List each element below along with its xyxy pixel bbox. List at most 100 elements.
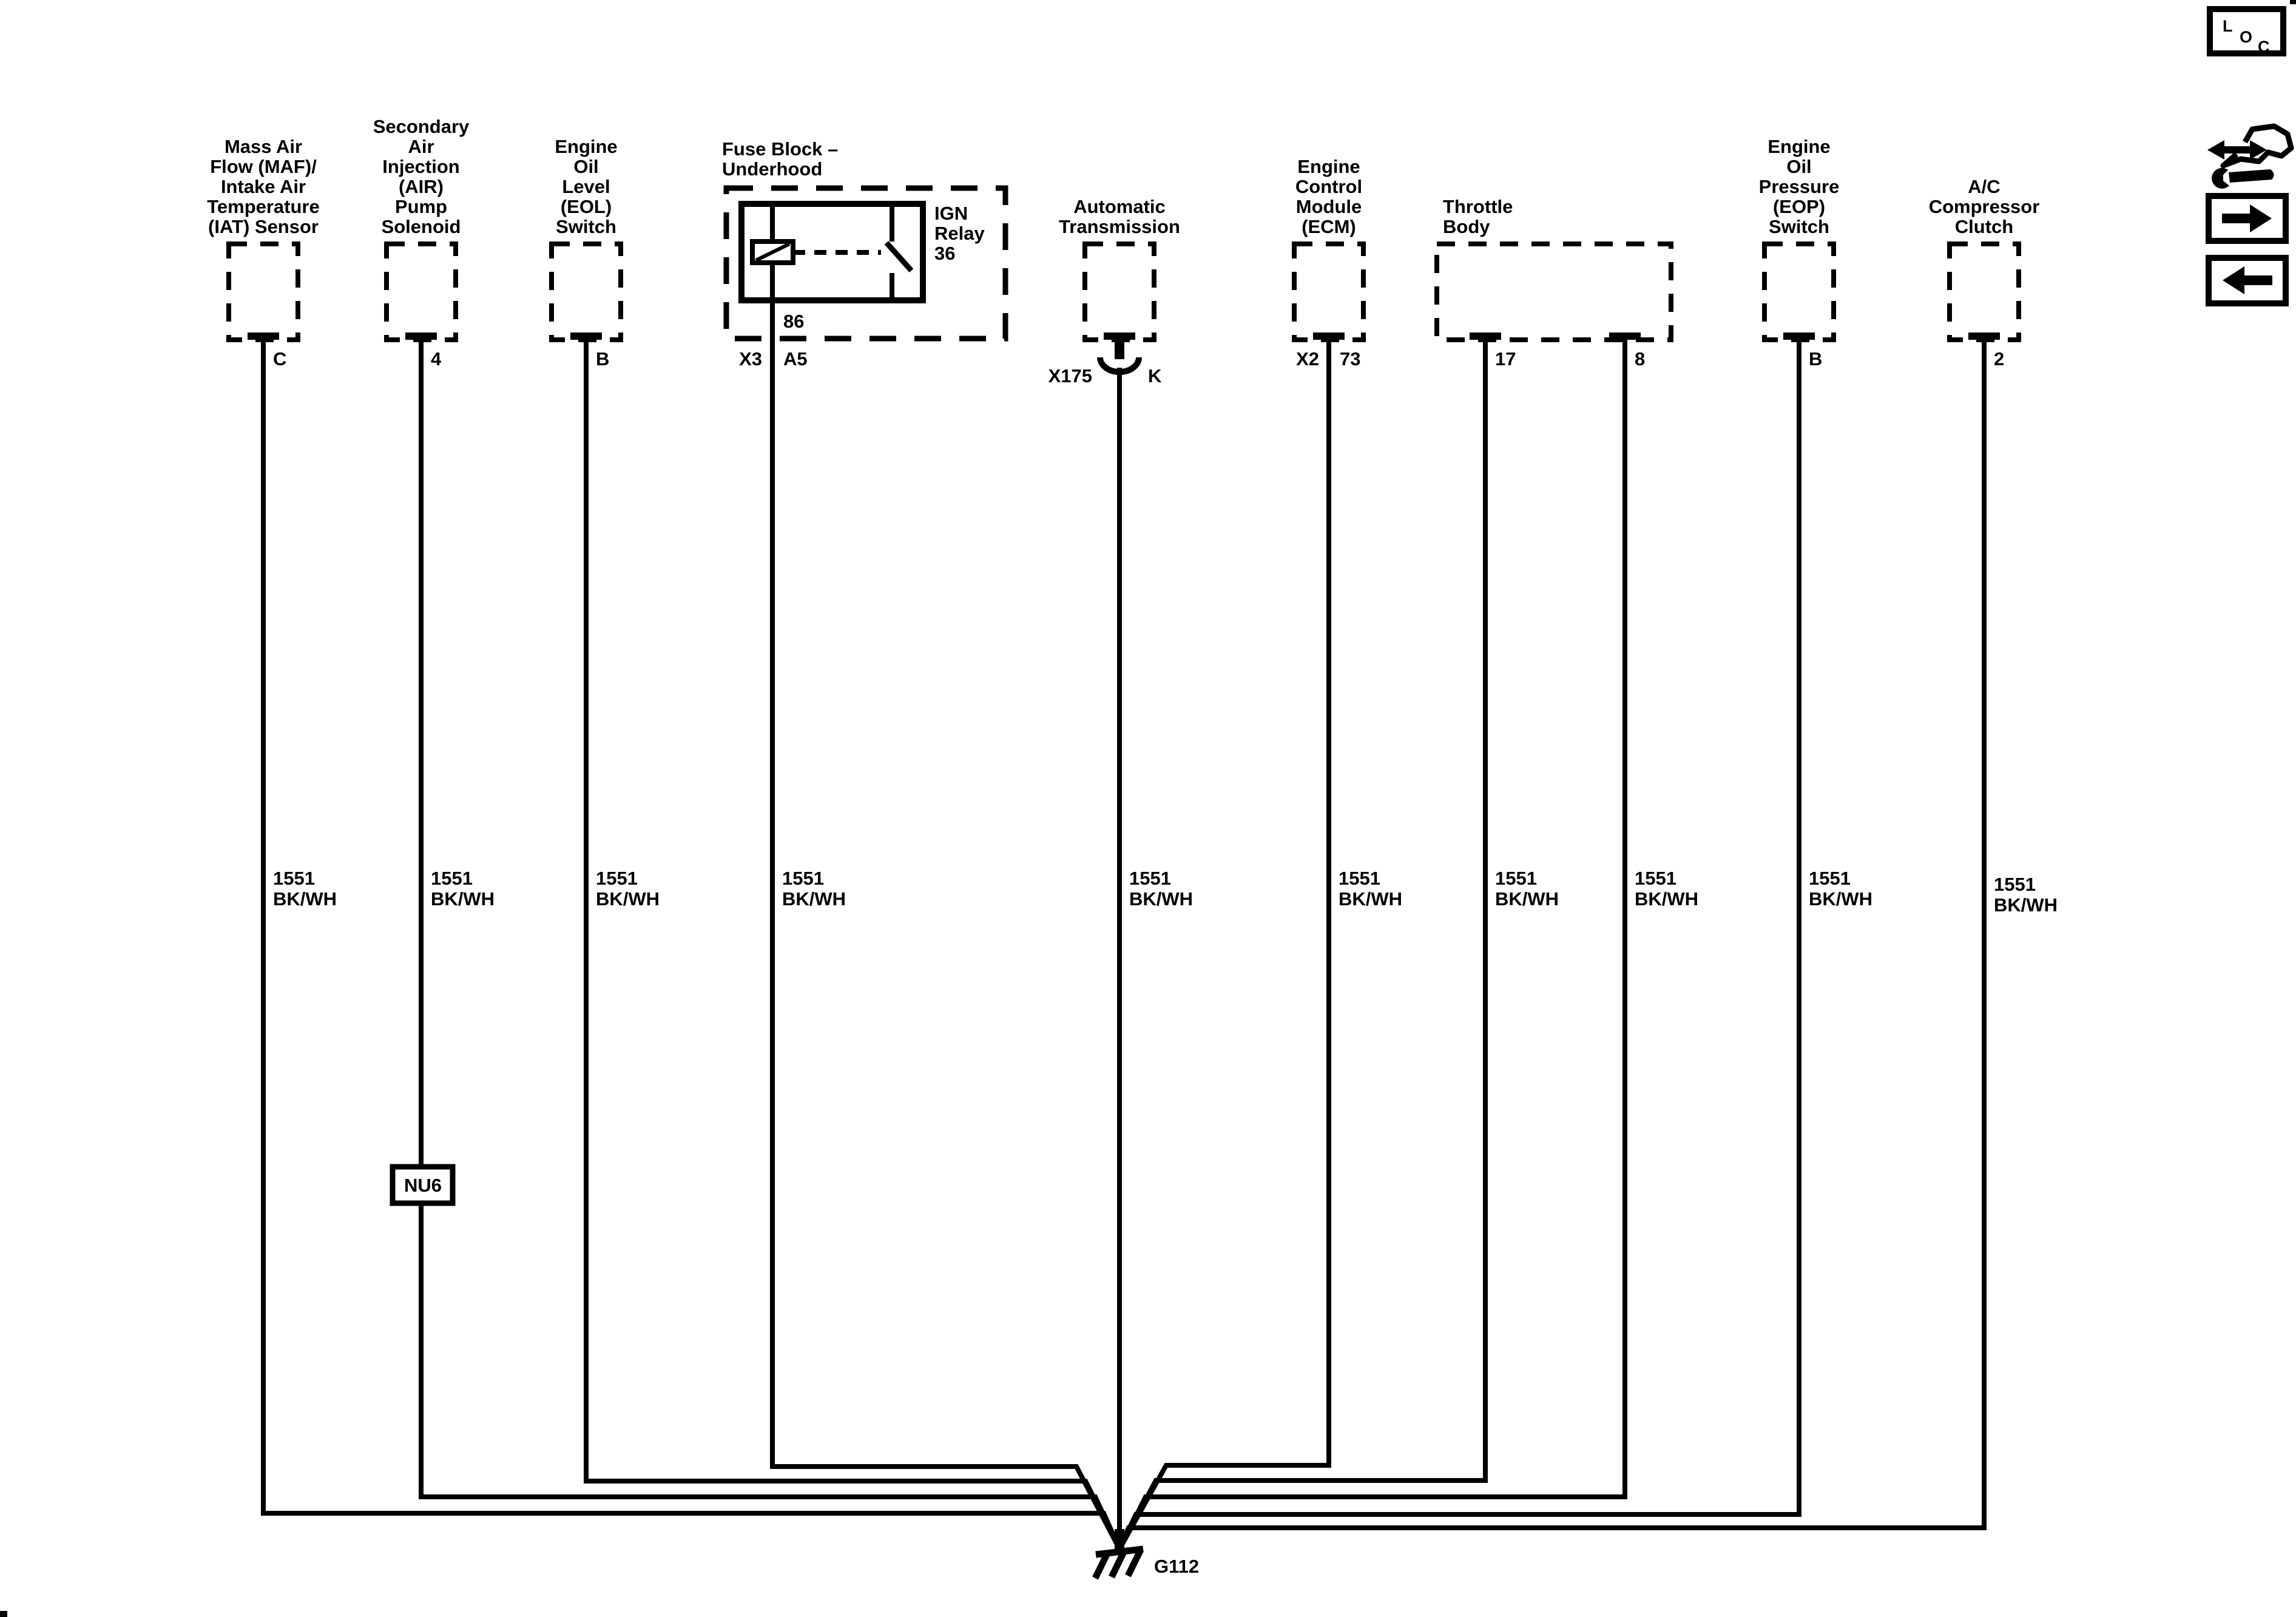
double-arrow-icon [2207,140,2267,160]
throttle-pin-8-label: 8 [1635,348,1645,370]
loc-button-box[interactable] [2207,6,2286,56]
svg-text:1551: 1551 [431,868,473,889]
svg-text:1551: 1551 [1809,868,1851,889]
svg-text:36: 36 [934,243,955,264]
eop-pin-label: B [1809,348,1822,370]
svg-text:Intake Air: Intake Air [221,176,306,197]
eop-box [1762,241,1836,342]
wire-eol-switch-ground [584,340,1122,1550]
inline-connector-cup [1097,357,1142,375]
loc-letter-o: O [2240,28,2252,46]
component-throttle-body: Throttle Body 17 8 [1434,196,1673,370]
svg-text:BK/WH: BK/WH [1635,888,1698,910]
relay-contact-blade [884,241,914,272]
svg-text:Clutch: Clutch [1955,216,2013,237]
auto-trans-pin-blade [1115,337,1124,359]
svg-text:Oil: Oil [1786,156,1811,177]
svg-text:(IAT) Sensor: (IAT) Sensor [208,216,319,237]
loc-button[interactable]: L O C [2207,6,2286,56]
wire-label-auto-trans: 1551 BK/WH [1129,868,1193,910]
svg-text:BK/WH: BK/WH [1994,894,2058,916]
svg-text:Flow (MAF)/: Flow (MAF)/ [210,156,317,177]
ground-label: G112 [1154,1556,1199,1577]
ground-wire-harness [261,263,1987,1551]
wire-ac-clutch-ground [1117,340,1987,1550]
auto-trans-pin-k-label: K [1148,365,1162,387]
ecm-terminal-73-label: 73 [1340,348,1360,370]
wire-label-eol: 1551 BK/WH [596,868,660,910]
svg-text:1551: 1551 [782,868,824,889]
component-eol-switch: Engine Oil Level (EOL) Switch B [549,136,623,370]
ecm-connector-x2-label: X2 [1296,348,1319,370]
maf-label: Mass Air [225,136,302,157]
auto-trans-box [1082,241,1156,342]
ground-symbol [1092,1545,1144,1580]
svg-text:BK/WH: BK/WH [782,888,846,910]
svg-text:Compressor: Compressor [1929,196,2040,217]
eop-label: Engine [1768,136,1830,157]
svg-text:Air: Air [408,136,434,157]
prev-page-button[interactable] [2206,255,2289,306]
svg-text:Transmission: Transmission [1059,216,1180,237]
component-eop-switch: Engine Oil Pressure (EOP) Switch B [1759,136,1840,370]
svg-text:Level: Level [562,176,610,197]
ac-clutch-label: A/C [1968,176,2000,197]
arrow-right-icon [2222,204,2272,232]
svg-text:BK/WH: BK/WH [1495,888,1559,910]
svg-text:Temperature: Temperature [207,196,320,217]
eol-pin-label: B [596,348,609,370]
ac-clutch-pin-stub [1968,333,2000,340]
eop-pin-stub [1783,333,1815,340]
svg-text:Module: Module [1296,196,1362,217]
maf-pin-label: C [273,348,286,370]
svg-text:BK/WH: BK/WH [1809,888,1872,910]
wire-label-throttle-8: 1551 BK/WH [1635,868,1698,910]
auto-trans-label: Automatic [1073,196,1166,217]
component-automatic-transmission: Automatic Transmission X175 K [1048,196,1180,387]
svg-text:1551: 1551 [273,868,315,889]
svg-text:Underhood: Underhood [722,158,822,180]
inline-option-nu6: NU6 [390,1164,456,1206]
scan-artifact-bottom-left [0,1611,7,1617]
glove-outline-icon [2220,123,2294,169]
ecm-pin-stub [1313,333,1345,340]
ac-clutch-box [1947,241,2021,342]
svg-text:BK/WH: BK/WH [431,888,495,910]
nu6-box [390,1164,456,1206]
svg-text:(ECM): (ECM) [1302,216,1356,237]
svg-text:1551: 1551 [1994,874,2036,895]
air-box [384,241,458,342]
auto-trans-pin-stub [1104,333,1135,340]
svg-text:Solenoid: Solenoid [382,216,461,237]
nu6-label: NU6 [404,1175,442,1196]
service-info-icon[interactable] [2207,123,2294,189]
svg-text:1551: 1551 [1129,868,1171,889]
wire-ecm-ground [1117,340,1331,1550]
svg-text:Pump: Pump [395,196,447,217]
ign-relay-label: IGN [934,203,968,224]
svg-text:Relay: Relay [934,223,985,244]
svg-text:BK/WH: BK/WH [596,888,660,910]
scan-artifact-top-right [2290,0,2296,4]
svg-text:1551: 1551 [1495,868,1537,889]
fuse-block-label: Fuse Block – [722,138,838,160]
throttle-body-label: Throttle [1443,196,1513,217]
eol-box [549,241,623,342]
wire-label-eop: 1551 BK/WH [1809,868,1872,910]
wire-label-fuse: 1551 BK/WH [782,868,846,910]
relay-pin-86-label: 86 [783,311,804,332]
ecm-label: Engine [1297,156,1360,177]
svg-text:Pressure: Pressure [1759,176,1840,197]
wrench-icon [2212,167,2274,189]
loc-letter-c: C [2258,38,2270,56]
maf-pin-stub [248,333,279,340]
svg-text:BK/WH: BK/WH [1129,888,1193,910]
svg-text:Injection: Injection [382,156,459,177]
fuse-connector-x3-label: X3 [739,348,762,370]
component-ecm: Engine Control Module (ECM) X2 73 [1292,156,1366,370]
air-pin-stub [405,333,437,340]
next-page-button[interactable] [2206,193,2289,244]
wire-eop-switch-ground [1117,340,1801,1550]
eol-pin-stub [570,333,602,340]
